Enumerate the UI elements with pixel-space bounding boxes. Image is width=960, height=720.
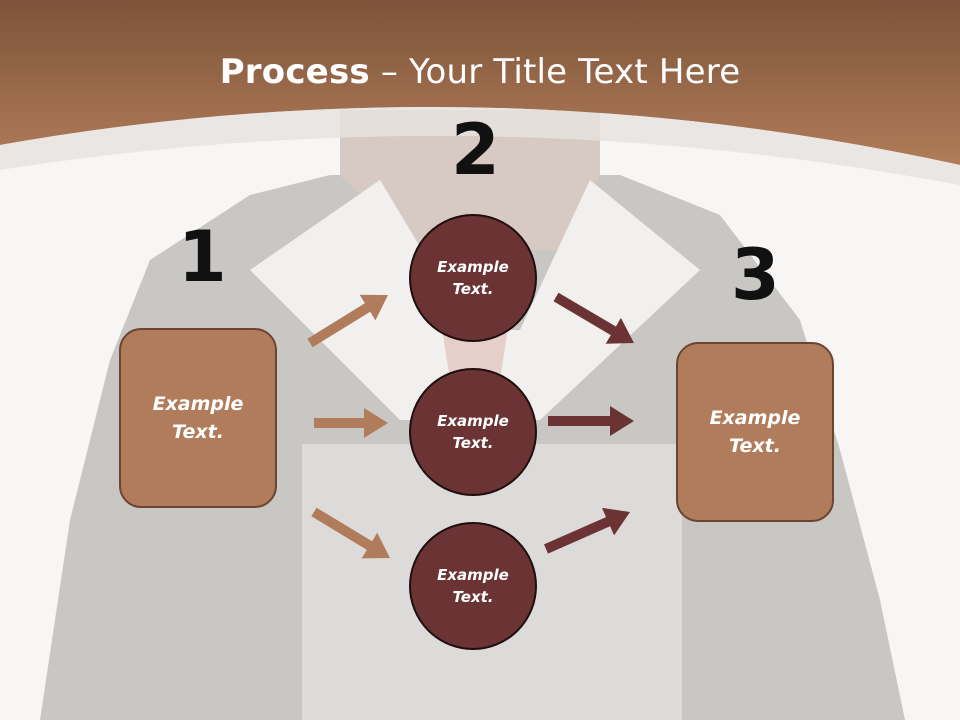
circle-bottom-text: Example Text. (437, 565, 509, 607)
step-3-box: Example Text. (676, 342, 834, 522)
step-2-circle-bottom: Example Text. (409, 522, 537, 650)
header-band (0, 0, 960, 165)
circle-middle-text: Example Text. (437, 411, 509, 453)
step-1-box: Example Text. (119, 328, 277, 508)
slide-title: Process – Your Title Text Here (0, 52, 960, 92)
circle-top-text: Example Text. (437, 257, 509, 299)
step-3-number: 3 (731, 234, 780, 316)
header-swoosh (0, 106, 960, 185)
step-1-number: 1 (178, 216, 227, 298)
step-2-circle-middle: Example Text. (409, 368, 537, 496)
step-2-circle-top: Example Text. (409, 214, 537, 342)
step-3-text: Example Text. (709, 406, 801, 458)
step-2-number: 2 (451, 109, 500, 191)
step-1-text: Example Text. (152, 392, 244, 444)
title-bold: Process (219, 52, 370, 92)
title-rest: – Your Title Text Here (369, 52, 741, 92)
